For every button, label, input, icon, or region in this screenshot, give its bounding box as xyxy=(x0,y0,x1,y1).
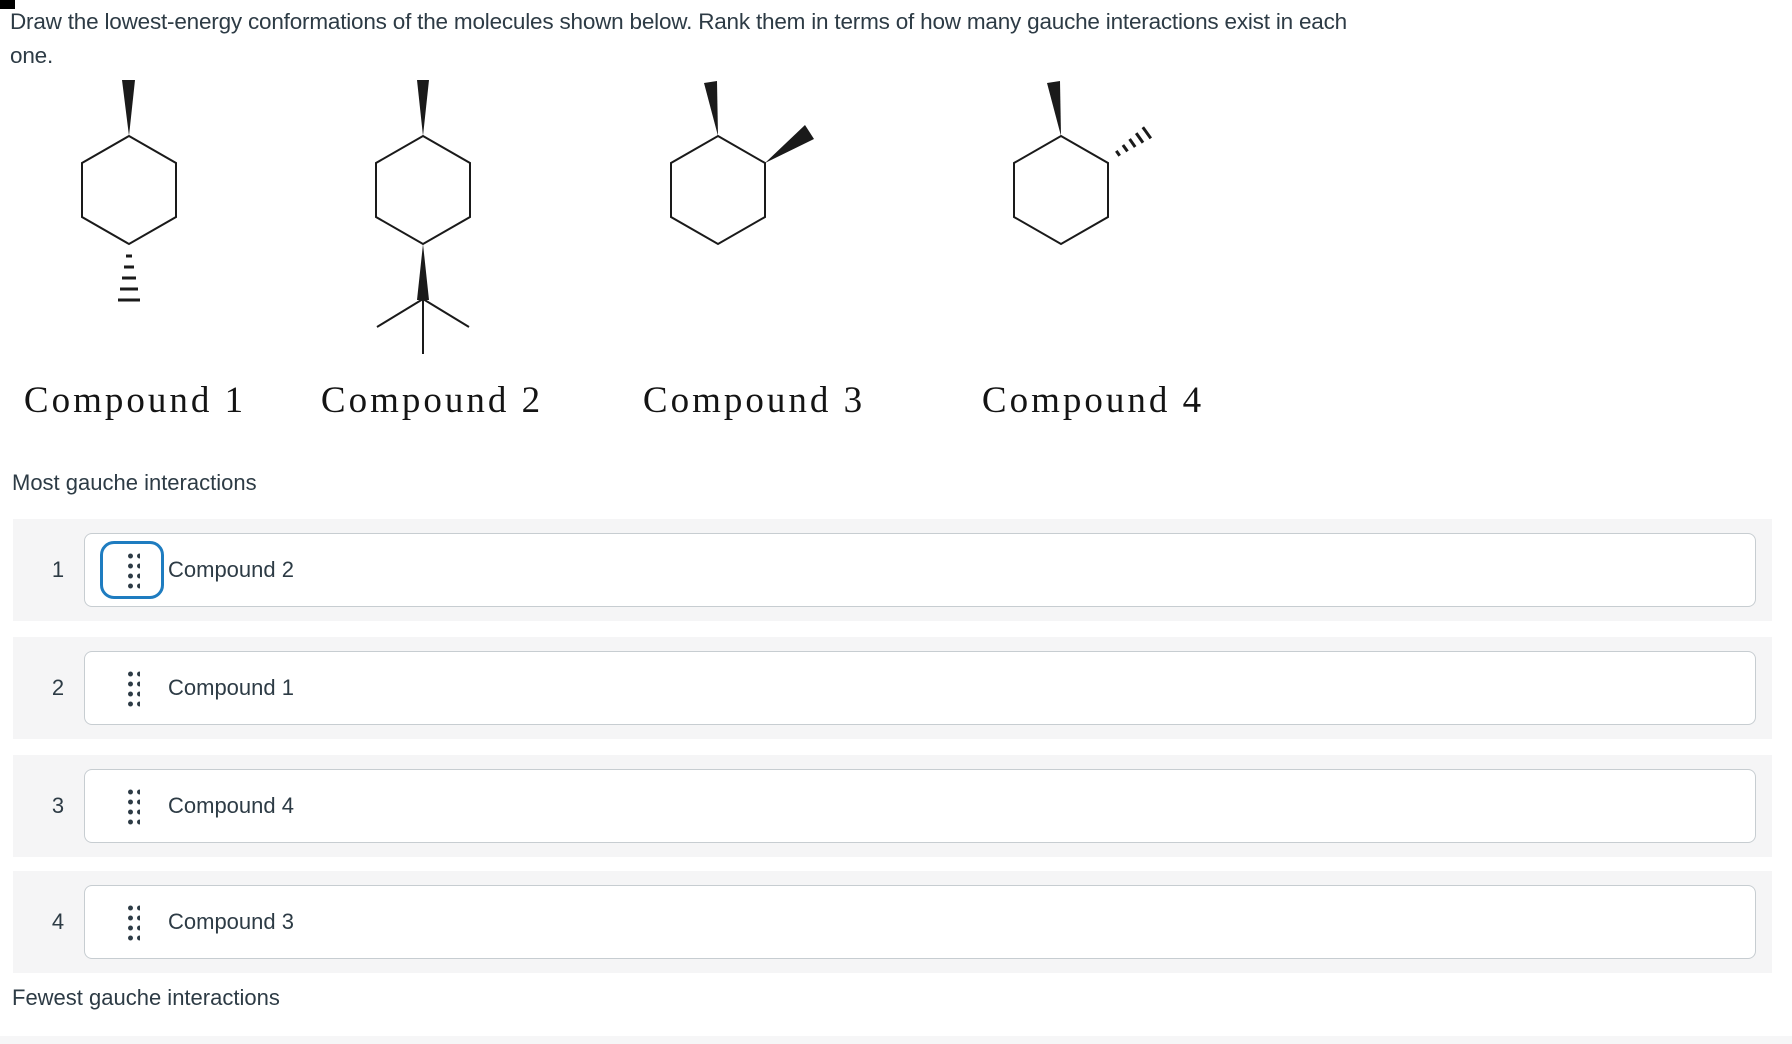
rank-number: 2 xyxy=(51,675,65,700)
drag-handle-icon xyxy=(124,666,140,707)
question-line-2: one. xyxy=(10,43,53,68)
question-line-1: Draw the lowest-energy conformations of … xyxy=(10,9,1347,34)
molecule-figures xyxy=(81,80,1153,354)
compound-2-structure xyxy=(375,80,471,354)
rank-card[interactable]: Compound 2 xyxy=(84,533,1756,607)
rank-card[interactable]: Compound 1 xyxy=(84,651,1756,725)
drag-handle-icon xyxy=(124,900,140,941)
rank-number: 4 xyxy=(51,909,65,934)
compound-4-structure xyxy=(1013,81,1153,246)
rank-item-label: Compound 1 xyxy=(168,675,294,700)
drag-handle-icon xyxy=(124,548,140,589)
compound-1-label: Compound 1 xyxy=(23,380,247,421)
drag-handle[interactable] xyxy=(100,659,164,717)
rank-row-3: 3 Compound 4 xyxy=(13,755,1772,857)
rank-row-1: 1 Compound 2 xyxy=(13,519,1772,621)
rank-row-4: 4 Compound 3 xyxy=(13,871,1772,973)
drag-handle[interactable] xyxy=(100,541,164,599)
compound-1-structure xyxy=(81,80,177,302)
rank-number: 1 xyxy=(51,557,65,582)
corner-mark xyxy=(0,0,15,9)
rank-item-label: Compound 4 xyxy=(168,793,294,818)
drag-handle-icon xyxy=(124,784,140,825)
compound-4-label: Compound 4 xyxy=(981,380,1205,421)
rank-item-label: Compound 3 xyxy=(168,909,294,934)
rank-row-2: 2 Compound 1 xyxy=(13,637,1772,739)
question-text: Draw the lowest-energy conformations of … xyxy=(10,5,1570,73)
rank-number: 3 xyxy=(51,793,65,818)
rank-card[interactable]: Compound 4 xyxy=(84,769,1756,843)
drag-handle[interactable] xyxy=(100,777,164,835)
drag-handle[interactable] xyxy=(100,893,164,951)
rank-card[interactable]: Compound 3 xyxy=(84,885,1756,959)
most-gauche-label: Most gauche interactions xyxy=(12,470,257,495)
bottom-strip xyxy=(0,1036,1792,1044)
compound-3-label: Compound 3 xyxy=(642,380,866,421)
rank-item-label: Compound 2 xyxy=(168,557,294,582)
fewest-gauche-label: Fewest gauche interactions xyxy=(12,985,280,1010)
compound-2-label: Compound 2 xyxy=(320,380,544,421)
compound-3-structure xyxy=(670,81,814,246)
